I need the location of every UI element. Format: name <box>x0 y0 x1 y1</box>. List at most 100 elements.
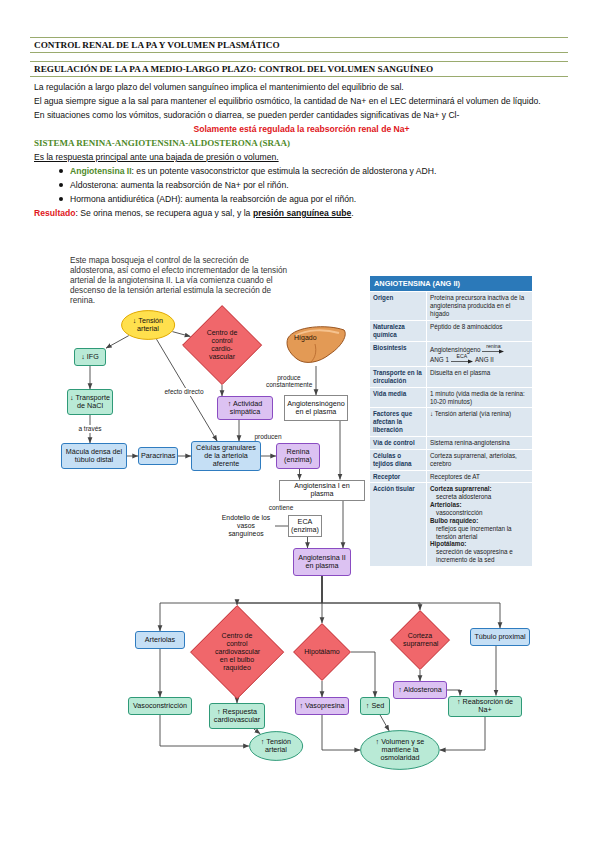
process-box: Angiotensina I en plasma <box>279 480 365 501</box>
table-cell: Células o tejidos diana <box>370 450 427 470</box>
node-text: Centro de control cardiovascular en el b… <box>215 632 259 672</box>
node-text: ↑ Actividad simpática <box>220 400 270 417</box>
connector <box>343 501 344 549</box>
connector <box>420 670 421 681</box>
table-key: Vía de control <box>373 439 415 446</box>
note-line: Angiotensina II: es un potente vasoconst… <box>34 164 569 178</box>
process-box: ↑ Sed <box>360 697 390 715</box>
table-value: Péptido de 8 aminoácidos <box>430 323 502 330</box>
connector <box>496 646 497 696</box>
process-box: Células granulares de la arteriola afere… <box>191 441 261 471</box>
decision-diamond: Corteza suprarrenal <box>390 610 450 670</box>
connector <box>127 456 138 457</box>
process-box: Paracrinas <box>138 447 178 465</box>
table-line: reflejos que incrementan la tensión arte… <box>430 525 529 541</box>
decision-diamond: Centro de control cardio-vascular <box>182 305 262 385</box>
table-line: Hipotálamo: <box>430 540 529 548</box>
table-cell: Transporte en la circulación <box>370 367 427 387</box>
process-box: ECA (enzima) <box>288 515 322 537</box>
labelled-arrow: renina <box>482 344 504 354</box>
table-cell: Corteza suprarrenal, arteriolas, cerebro <box>427 450 532 470</box>
node-text: ↓ IFG <box>77 353 103 361</box>
table-cell: Origen <box>370 292 427 320</box>
table-cell: Vida media <box>370 388 427 408</box>
table-line: ANG 1ECAANG II <box>430 354 529 364</box>
node-text: Arteriolas <box>138 636 182 644</box>
connector <box>351 652 375 697</box>
connector <box>299 469 300 480</box>
process-box: Angiotensinógeno en el plasma <box>284 395 348 421</box>
connector <box>275 526 288 527</box>
node-text: ↓ Tensión arterial <box>131 317 165 334</box>
edge-label: contiene <box>268 504 295 511</box>
figure-caption: Este mapa bosqueja el control de la secr… <box>70 256 295 306</box>
note-text: Solamente está regulada la reabsorción r… <box>193 124 409 134</box>
table-cell: Sistema renina-angiotensina <box>427 437 532 449</box>
node-text: Centro de control cardio-vascular <box>203 329 241 361</box>
table-key: Vida media <box>373 390 406 397</box>
table-cell: ↓ Tensión arterial (vía renina) <box>427 408 532 436</box>
table-row: Células o tejidos diana Corteza suprarren… <box>370 449 532 470</box>
table-row: Naturaleza químicaPéptido de 8 aminoácid… <box>370 320 532 341</box>
table-key: Transporte en la circulación <box>373 369 422 384</box>
connector <box>322 715 360 750</box>
table-key: Biosíntesis <box>373 344 407 351</box>
process-box: Arteriolas <box>135 631 185 649</box>
node-text: ↑ Respuesta cardiovascular <box>212 708 262 725</box>
process-box: ↓ Transporte de NaCl <box>67 389 113 415</box>
section-heading: REGULACIÓN DE LA PA A MEDIO-LARGO PLAZO:… <box>34 64 433 74</box>
table-cell: Acción tisular <box>370 483 427 566</box>
node-text: ↑ Volumen y se mantiene la osmolaridad <box>374 738 426 763</box>
edge-label: a través <box>77 425 102 432</box>
process-box: Renina (enzima) <box>276 443 320 469</box>
table-cell: Biosíntesis <box>370 342 427 366</box>
table-line: Corteza suprarrenal: <box>430 485 529 493</box>
table-header: ANGIOTENSINA (ANG II) <box>370 276 532 291</box>
note-line: Resultado: Se orina menos, se recupera a… <box>34 206 569 220</box>
table-value: reflejos que incrementan la tensión arte… <box>436 525 512 540</box>
arrow-symbol <box>482 349 504 354</box>
table-subkey: Bulbo raquídeo: <box>430 517 478 524</box>
edge-label: produce constantemente <box>265 374 313 389</box>
connector <box>172 332 190 337</box>
table-key: Células o tejidos diana <box>373 452 412 467</box>
node-text: ↓ Transporte de NaCl <box>70 394 110 411</box>
table-value: Angiotensinógeno <box>430 346 480 353</box>
process-box: Angiotensina II en plasma <box>293 548 351 576</box>
arrow-symbol <box>451 359 473 364</box>
note-line: Hormona antidiurética (ADH): aumenta la … <box>34 192 569 206</box>
note-line: SISTEMA RENINA-ANGIOTENSINA-ALDOSTERONA … <box>34 136 569 150</box>
table-cell: Proteína precursora inactiva de la angio… <box>427 292 532 320</box>
note-text: presión sanguínea sube <box>253 208 351 218</box>
table-cell: Vía de control <box>370 437 427 449</box>
note-text: Es la respuesta principal ante una bajad… <box>34 152 279 162</box>
connector <box>106 336 129 349</box>
connector <box>440 717 485 751</box>
table-value: 1 minuto (vida media de la renina: 10-20… <box>430 390 525 405</box>
table-value: Corteza suprarrenal, arteriolas, cerebro <box>430 452 517 467</box>
labelled-arrow: ECA <box>451 354 473 364</box>
table-line: vasoconstricción <box>430 509 529 517</box>
table-value: secreta aldosterona <box>436 493 491 500</box>
decision-diamond: Hipotálamo <box>293 623 351 681</box>
table-key: Origen <box>373 294 393 301</box>
table-row: ReceptorReceptores de AT <box>370 470 532 483</box>
table-key: Receptor <box>373 473 400 480</box>
connector <box>380 715 389 731</box>
connector <box>322 681 323 697</box>
table-row: Vida media 1 minuto (vida media de la ren… <box>370 387 532 408</box>
node-text: Endotelio de los vasos sanguíneos <box>219 514 273 537</box>
process-box: ↑ Aldosterona <box>393 681 447 699</box>
title-band: CONTROL RENAL DE LA PA Y VOLUMEN PLASMÁT… <box>30 37 568 53</box>
text-node: Endotelio de los vasos sanguíneos <box>217 512 275 540</box>
table-line: Bulbo raquídeo: <box>430 517 529 525</box>
decision-diamond: Centro de control cardiovascular en el b… <box>190 605 284 699</box>
table-line: secreta aldosterona <box>430 493 529 501</box>
note-text: Resultado <box>34 208 76 218</box>
connector <box>307 537 308 548</box>
note-text: : Se orina menos, se recupera agua y sal… <box>76 208 251 218</box>
note-text: Aldosterona: aumenta la reabsorción de N… <box>70 180 289 190</box>
node-text: Angiotensina II en plasma <box>296 554 348 571</box>
connector <box>222 385 223 396</box>
node-text: Hipotálamo <box>302 648 342 656</box>
